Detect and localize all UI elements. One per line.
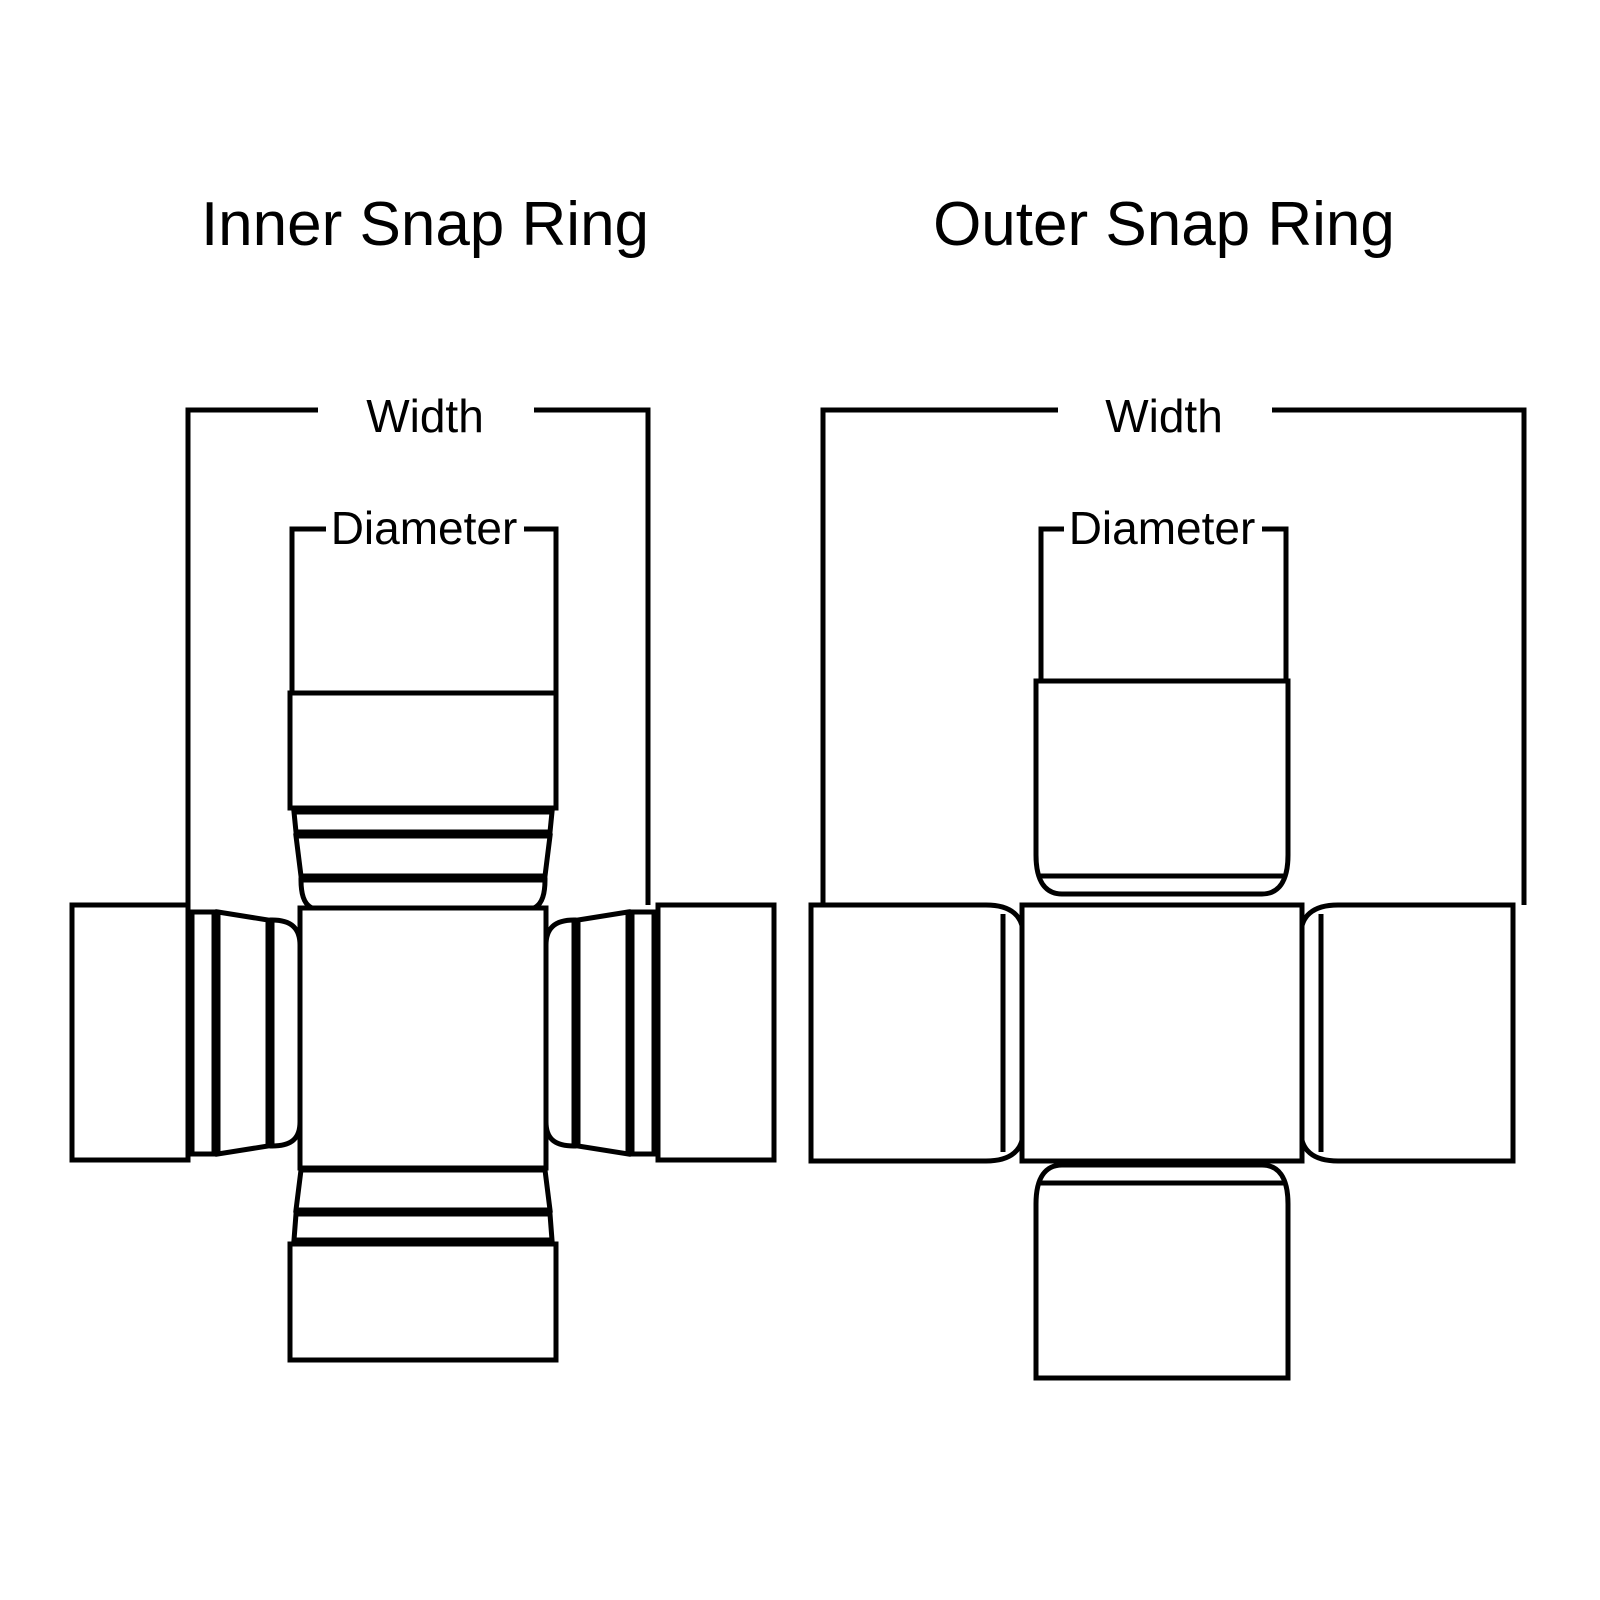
cap-taper-left-inner [215, 909, 271, 1157]
cap-cylinder-bottom-inner [287, 1241, 559, 1363]
diameter-leader-left-inner [289, 526, 326, 693]
diameter-dimension-outer [1038, 526, 1289, 681]
cap-groove-band-right-inner [629, 909, 657, 1157]
diameter-dimension-inner [289, 526, 559, 693]
cap-cylinder-right-inner [655, 902, 777, 1163]
cap-barrel-bottom-outer [1033, 1162, 1291, 1381]
cap-taper-bottom-inner [293, 1167, 553, 1213]
bearing-cap-right-outer [1298, 902, 1516, 1164]
cap-taper-right-inner [575, 909, 631, 1157]
cap-barrel-right-outer [1298, 902, 1516, 1164]
diameter-leader-right-inner [524, 526, 559, 693]
diameter-leader-right-outer [1262, 526, 1289, 681]
panel-inner-snap-ring: Inner Snap Ring Width Diameter [69, 190, 777, 1363]
width-leader-left-inner [185, 407, 318, 905]
bearing-cap-left-outer [808, 902, 1026, 1164]
cap-barrel-left-outer [808, 902, 1026, 1164]
cap-barrel-top-outer [1033, 678, 1291, 897]
bearing-cap-bottom-outer [1033, 1162, 1291, 1381]
bearing-cap-bottom-inner [287, 1163, 559, 1363]
width-dimension-outer [820, 407, 1527, 905]
width-leader-right-outer [1272, 407, 1527, 905]
cross-body-outer [1019, 902, 1305, 1164]
bearing-cap-right-inner [543, 902, 777, 1163]
cross-body-inner [297, 905, 549, 1171]
diameter-label-inner: Diameter [331, 502, 518, 554]
width-label-inner: Width [366, 390, 484, 442]
cap-taper-top-inner [293, 833, 553, 879]
panel-outer-snap-ring: Outer Snap Ring Width Diameter [808, 190, 1527, 1381]
diameter-label-outer: Diameter [1069, 502, 1256, 554]
cap-groove-band-left-inner [189, 909, 217, 1157]
width-dimension-inner [185, 407, 651, 905]
width-label-outer: Width [1105, 390, 1223, 442]
cap-seat-right-inner [543, 917, 577, 1149]
cap-groove-band-top-inner [291, 809, 555, 835]
panel-title-inner: Inner Snap Ring [201, 190, 649, 259]
bearing-cap-left-inner [69, 902, 303, 1163]
cap-seat-left-inner [269, 917, 303, 1149]
width-leader-right-inner [534, 407, 651, 905]
bearing-cap-top-outer [1033, 678, 1291, 897]
cap-cylinder-left-inner [69, 902, 191, 1163]
cap-groove-band-bottom-inner [291, 1211, 555, 1243]
bearing-cap-top-inner [287, 690, 559, 913]
cap-cylinder-top-inner [287, 690, 559, 811]
width-leader-left-outer [820, 407, 1058, 905]
panel-title-outer: Outer Snap Ring [933, 190, 1395, 259]
diameter-leader-left-outer [1038, 526, 1064, 681]
